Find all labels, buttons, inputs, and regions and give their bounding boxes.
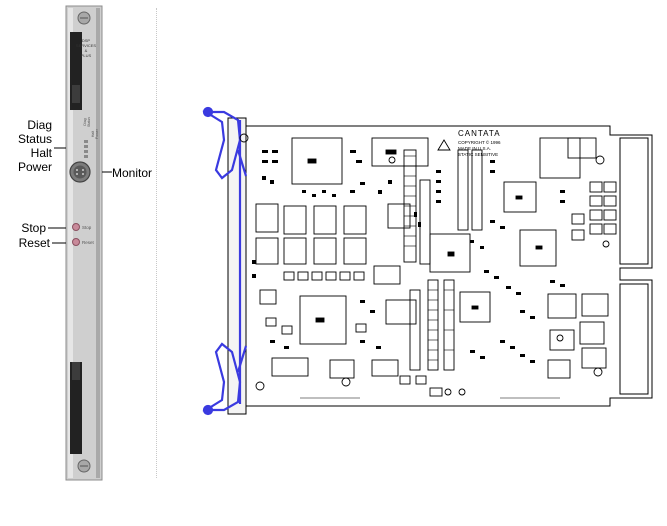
callout-diag: Diag [27, 118, 52, 132]
board-smd-parts [252, 150, 565, 363]
board-copyright-line2: MADE IN U.S.A. [458, 146, 491, 151]
callout-leaders [48, 147, 112, 244]
board-ejectors[interactable] [202, 106, 248, 416]
reset-button-label: Reset [82, 240, 95, 245]
callout-monitor: Monitor [112, 166, 153, 180]
power-led-icon [84, 155, 88, 158]
led-label-power: Power [95, 128, 99, 139]
led-label-halt: Halt [91, 131, 95, 137]
board-brand: CANTATA [458, 129, 501, 138]
reset-button[interactable] [72, 238, 80, 246]
callout-halt: Halt [30, 146, 52, 160]
callout-status: Status [17, 132, 52, 146]
callout-power: Power [17, 160, 52, 174]
board-copyright-line1: COPYRIGHT © 1996 [458, 139, 501, 145]
faceplate-label-line2: SERVICES [76, 43, 96, 48]
callout-stop: Stop [21, 221, 46, 235]
callout-reset: Reset [18, 236, 50, 250]
led-callout-group: Diag Status Halt Power [6, 118, 52, 174]
bottom-ejector-handle[interactable] [70, 362, 82, 454]
faceplate-label-line3: & [85, 48, 88, 53]
board-components [239, 133, 617, 397]
led-label-status: Status [87, 117, 91, 127]
status-led-icon [84, 145, 88, 148]
circuit-board [227, 117, 653, 415]
board-copyright-line3: STATIC SENSITIVE [458, 152, 498, 157]
faceplate-label-line1: DSP [82, 38, 91, 43]
diag-led-icon [84, 140, 88, 143]
led-label-diag: Diag [83, 118, 87, 125]
separator-line [156, 8, 157, 478]
faceplate: DSP SERVICES & PLUS Diag Status Halt Pow… [65, 5, 103, 481]
faceplate-label-line4: PLUS [81, 53, 92, 58]
board-silkscreen [300, 155, 560, 399]
stop-button-label: Stop [82, 225, 92, 230]
stop-button[interactable] [72, 223, 80, 231]
halt-led-icon [84, 150, 88, 153]
